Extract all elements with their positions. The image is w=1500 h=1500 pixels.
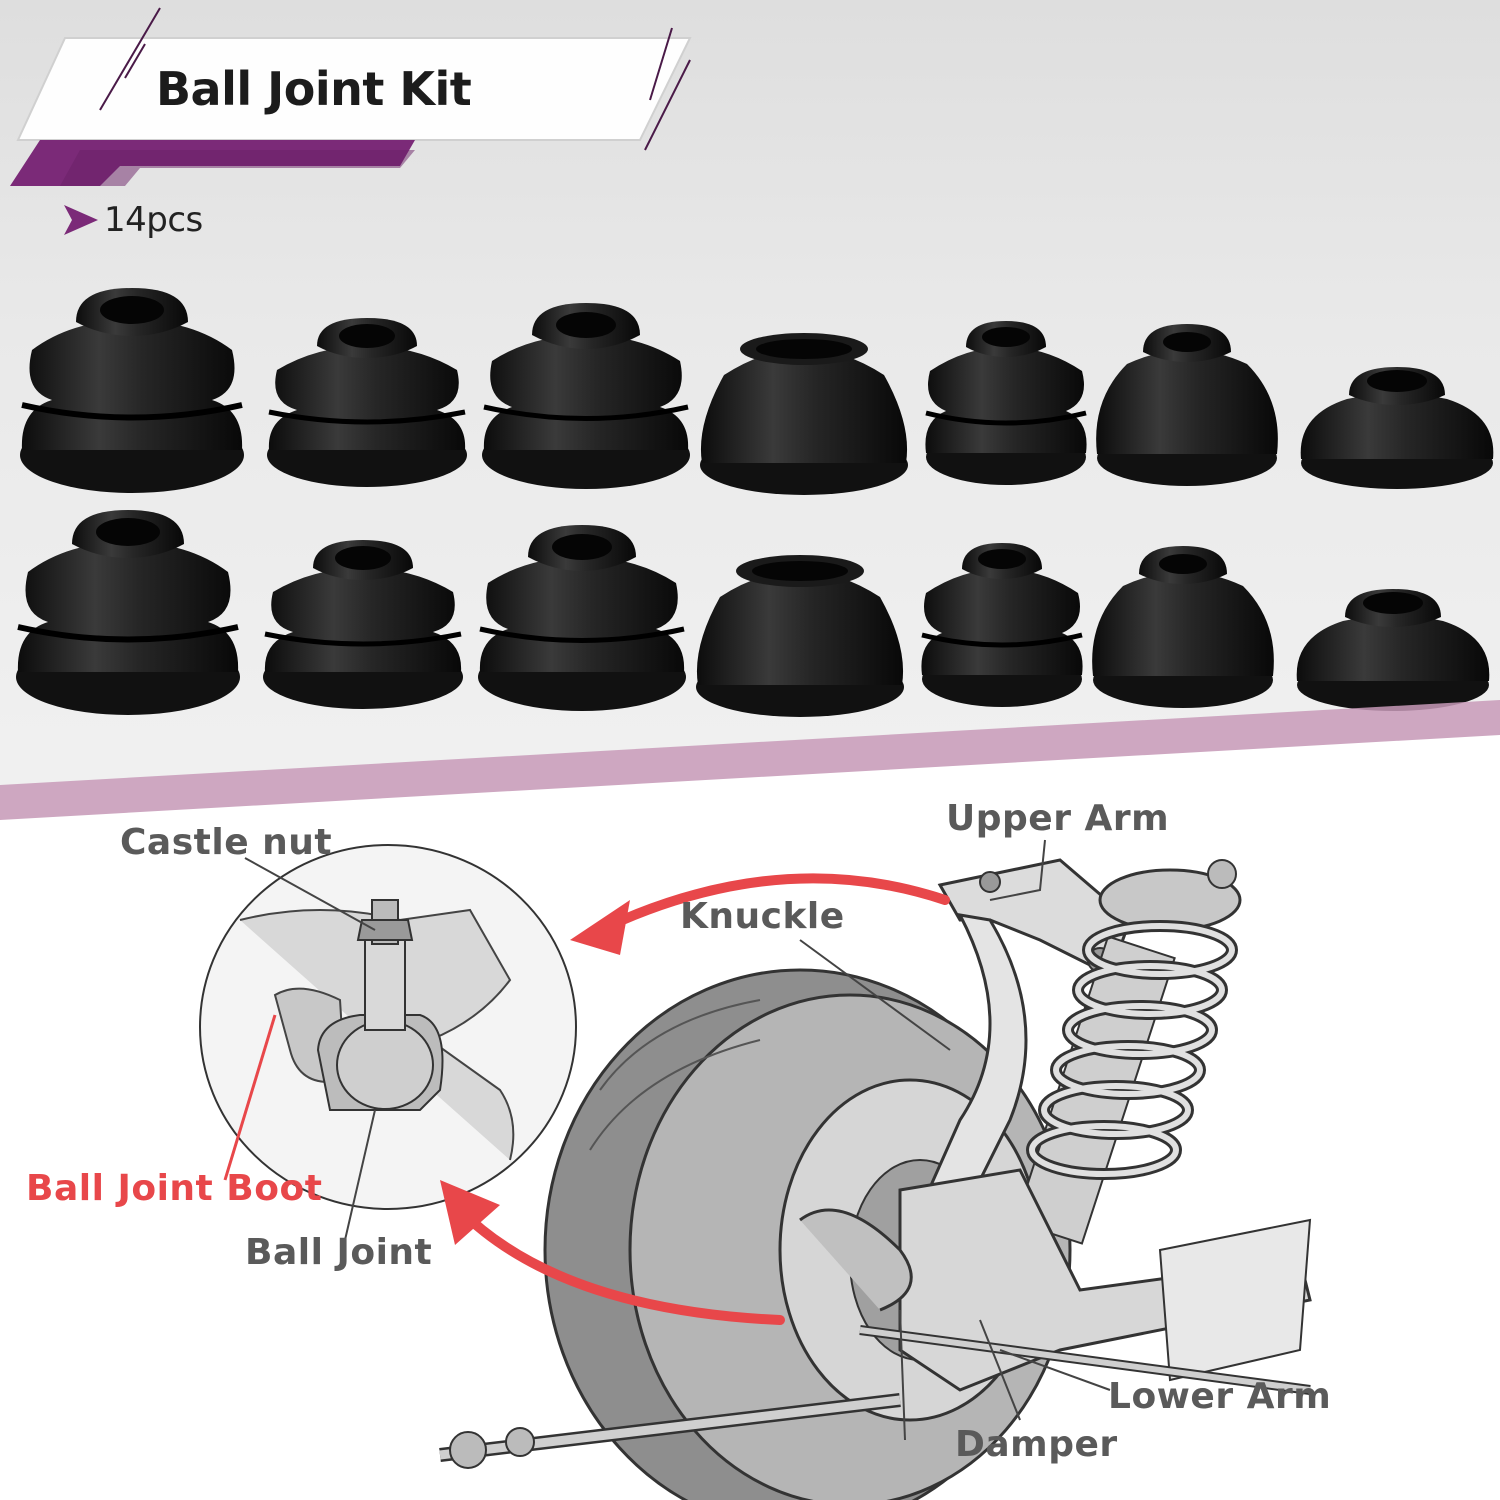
red-arrow-top xyxy=(595,873,950,935)
label-ball-joint-boot: Ball Joint Boot xyxy=(26,1168,323,1209)
rubber-boot xyxy=(267,318,467,487)
rubber-boot xyxy=(16,510,240,715)
label-lower-arm: Lower Arm xyxy=(1108,1376,1332,1417)
label-damper: Damper xyxy=(955,1424,1118,1465)
piece-count: 14pcs xyxy=(62,198,203,242)
suspension-diagram xyxy=(199,839,1312,1500)
rubber-boot xyxy=(925,321,1087,485)
section-divider xyxy=(0,700,1500,850)
rubber-boot xyxy=(263,540,463,709)
boot-row-bottom xyxy=(16,510,1490,717)
lower-arm xyxy=(439,1168,1312,1469)
boot-leader-line xyxy=(223,1014,277,1181)
rubber-boot xyxy=(478,525,686,711)
boot-grid xyxy=(16,288,1494,717)
rubber-boot xyxy=(1092,546,1274,708)
page-title: Ball Joint Kit xyxy=(156,62,472,116)
rubber-boot xyxy=(482,303,690,489)
rubber-boot xyxy=(696,555,904,717)
rubber-boot xyxy=(1096,324,1278,486)
boot-row-top xyxy=(20,288,1494,495)
label-castle-nut: Castle nut xyxy=(120,822,333,863)
rubber-boot xyxy=(921,543,1083,707)
label-ball-joint: Ball Joint xyxy=(245,1232,433,1273)
title-banner xyxy=(10,7,692,186)
rubber-boot xyxy=(20,288,244,493)
leader-lines xyxy=(244,839,1111,1441)
red-arrowhead-bottom xyxy=(440,1180,500,1245)
red-arrowhead-top xyxy=(570,900,630,955)
label-knuckle: Knuckle xyxy=(680,896,845,937)
rubber-boot xyxy=(700,333,908,495)
arrow-right-icon xyxy=(64,205,98,235)
label-upper-arm: Upper Arm xyxy=(946,798,1170,839)
red-arrow-bottom xyxy=(455,1205,785,1325)
rubber-boot xyxy=(1300,367,1494,489)
piece-count-label: 14pcs xyxy=(104,200,203,240)
coil-spring xyxy=(1014,859,1242,1245)
ball-joint-inset xyxy=(199,844,577,1210)
rubber-boot xyxy=(1296,589,1490,711)
